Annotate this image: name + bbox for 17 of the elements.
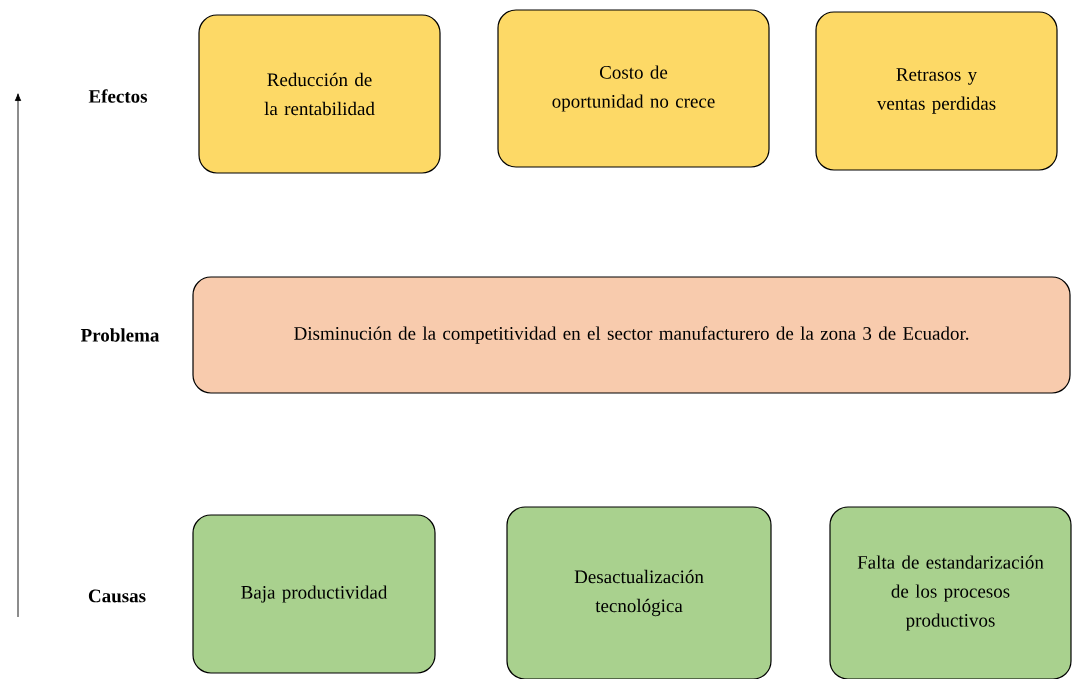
problem-box (192, 276, 1071, 394)
node-label: Baja productividad (241, 585, 388, 603)
effect-box (198, 14, 441, 174)
row-label: Problema (80, 328, 160, 342)
effect-box (497, 9, 770, 168)
row-label: Causas (88, 589, 146, 603)
node-label: Disminución de la competitividad en el sector manufacturero de la zona 3 de Ecuador. (294, 326, 969, 344)
cause-box (506, 506, 772, 679)
cause-box (829, 506, 1072, 679)
node-label: Desactualización tecnológica (574, 569, 704, 617)
cause-box (192, 514, 436, 674)
node-label: Costo de oportunidad no crece (552, 65, 715, 112)
row-label: Efectos (88, 89, 148, 103)
effect-box (815, 11, 1058, 171)
node-label: Retrasos y ventas perdidas (876, 68, 996, 114)
node-label: Falta de estandarización de los procesos productivos (857, 555, 1044, 631)
node-label: Reducción de la rentabilidad (264, 72, 375, 116)
